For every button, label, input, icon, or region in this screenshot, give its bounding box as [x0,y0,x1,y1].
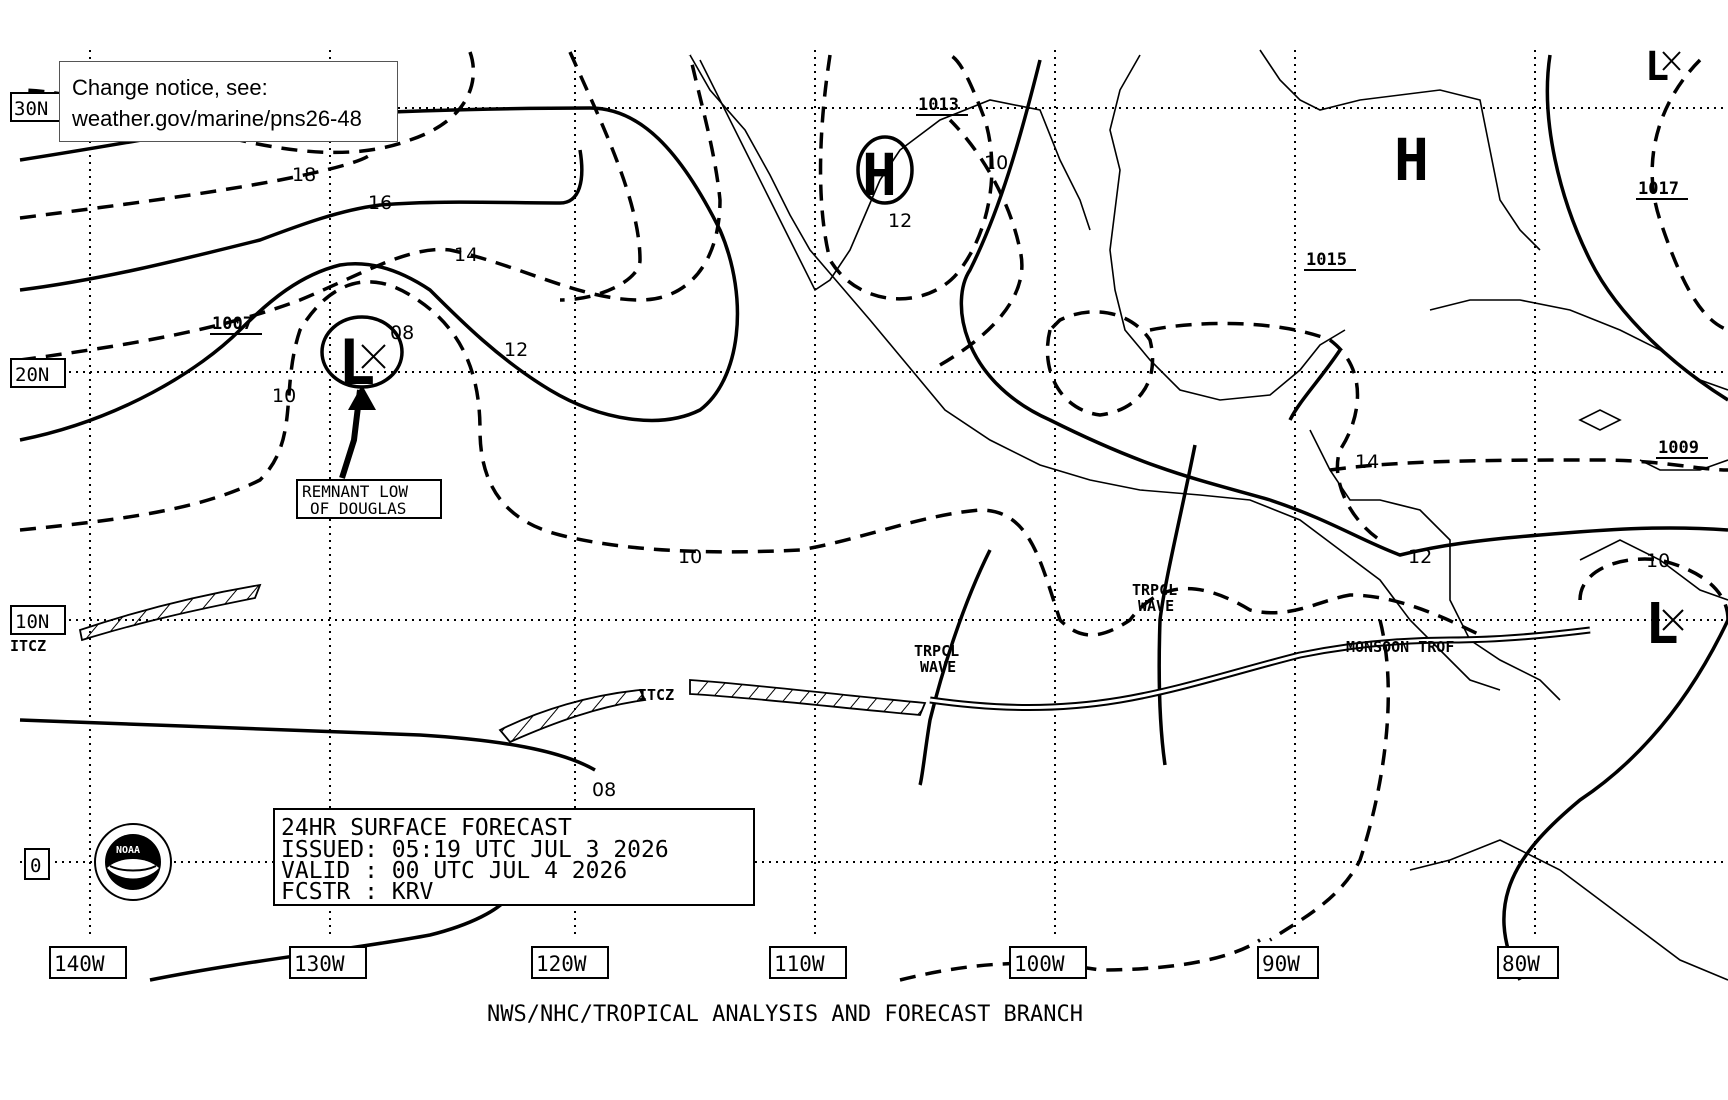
change-notice-line1: Change notice, see: [72,75,268,100]
svg-text:12: 12 [1408,546,1432,568]
svg-text:MONSOON TROF: MONSOON TROF [1346,638,1454,656]
svg-text:0: 0 [30,855,41,877]
monsoon-trough [929,626,1591,711]
lat-lon-grid [20,50,1728,935]
svg-text:30N: 30N [14,98,48,120]
svg-text:12: 12 [504,339,528,361]
svg-text:16: 16 [368,192,392,214]
svg-text:ITCZ: ITCZ [10,637,46,655]
low-center-1: L [338,326,375,399]
coastlines [689,49,1728,981]
svg-text:1015: 1015 [1306,250,1347,270]
itcz-bands [78,583,927,744]
svg-text:1017: 1017 [1638,179,1679,199]
tropical-waves [918,349,1342,786]
svg-text:NOAA: NOAA [116,845,140,856]
svg-text:10: 10 [678,546,702,568]
svg-text:12: 12 [888,210,912,232]
footer-credit: NWS/NHC/TROPICAL ANALYSIS AND FORECAST B… [487,1002,1083,1027]
svg-text:FCSTR : KRV: FCSTR : KRV [281,879,433,905]
svg-text:10: 10 [984,152,1008,174]
svg-text:100W: 100W [1014,952,1065,976]
svg-text:1009: 1009 [1658,438,1699,458]
svg-text:REMNANT LOW: REMNANT LOW [302,482,408,501]
change-notice-line2[interactable]: weather.gov/marine/pns26-48 [72,106,362,131]
svg-text:1007: 1007 [212,314,253,334]
low-center-2: L [1645,592,1679,657]
svg-text:14: 14 [1355,451,1379,473]
svg-text:WAVE: WAVE [920,658,956,676]
svg-text:ISSUED: 05:19 UTC JUL 3 2026: ISSUED: 05:19 UTC JUL 3 2026 [281,837,669,863]
pressure-value-labels: 1013 1007 1015 1017 1009 [210,95,1708,459]
high-center-1: H [862,141,897,209]
svg-text:WAVE: WAVE [1138,597,1174,615]
svg-text:110W: 110W [774,952,825,976]
svg-text:130W: 130W [294,952,345,976]
dashed-isobars [19,51,1728,982]
svg-text:ITCZ: ITCZ [638,686,674,704]
svg-text:90W: 90W [1262,952,1300,976]
svg-text:80W: 80W [1502,952,1540,976]
svg-text:10N: 10N [15,611,49,633]
svg-text:08: 08 [390,322,414,344]
noaa-logo-icon: NOAA [94,823,172,901]
svg-text:OF DOUGLAS: OF DOUGLAS [310,499,406,518]
svg-text:20N: 20N [15,364,49,386]
latitude-labels: 30N 20N 10N 0 [10,92,66,880]
svg-text:24HR SURFACE FORECAST: 24HR SURFACE FORECAST [281,815,572,841]
forecast-info-box: 24HR SURFACE FORECAST ISSUED: 05:19 UTC … [273,808,755,906]
svg-text:10: 10 [272,385,296,407]
svg-text:140W: 140W [54,952,105,976]
svg-text:14: 14 [454,244,478,266]
svg-text:120W: 120W [536,952,587,976]
high-center-2: H [1394,126,1429,194]
svg-text:08: 08 [592,779,616,801]
change-notice[interactable]: Change notice, see: weather.gov/marine/p… [59,61,398,142]
feature-labels: REMNANT LOW OF DOUGLAS ITCZ ITCZ TRPCL W… [10,479,1454,704]
isobar-labels: 18 16 14 12 10 08 10 12 10 14 12 10 08 [272,152,1670,801]
svg-text:TRPCL: TRPCL [914,642,959,660]
svg-text:18: 18 [292,164,316,186]
svg-text:1013: 1013 [918,95,959,115]
longitude-labels: 140W 130W 120W 110W 100W 90W 80W [49,946,1559,979]
svg-text:VALID : 00 UTC JUL 4 2026: VALID : 00 UTC JUL 4 2026 [281,858,627,884]
svg-text:TRPCL: TRPCL [1132,581,1177,599]
pressure-centers: H H L L L [320,44,1684,657]
svg-text:10: 10 [1646,550,1670,572]
